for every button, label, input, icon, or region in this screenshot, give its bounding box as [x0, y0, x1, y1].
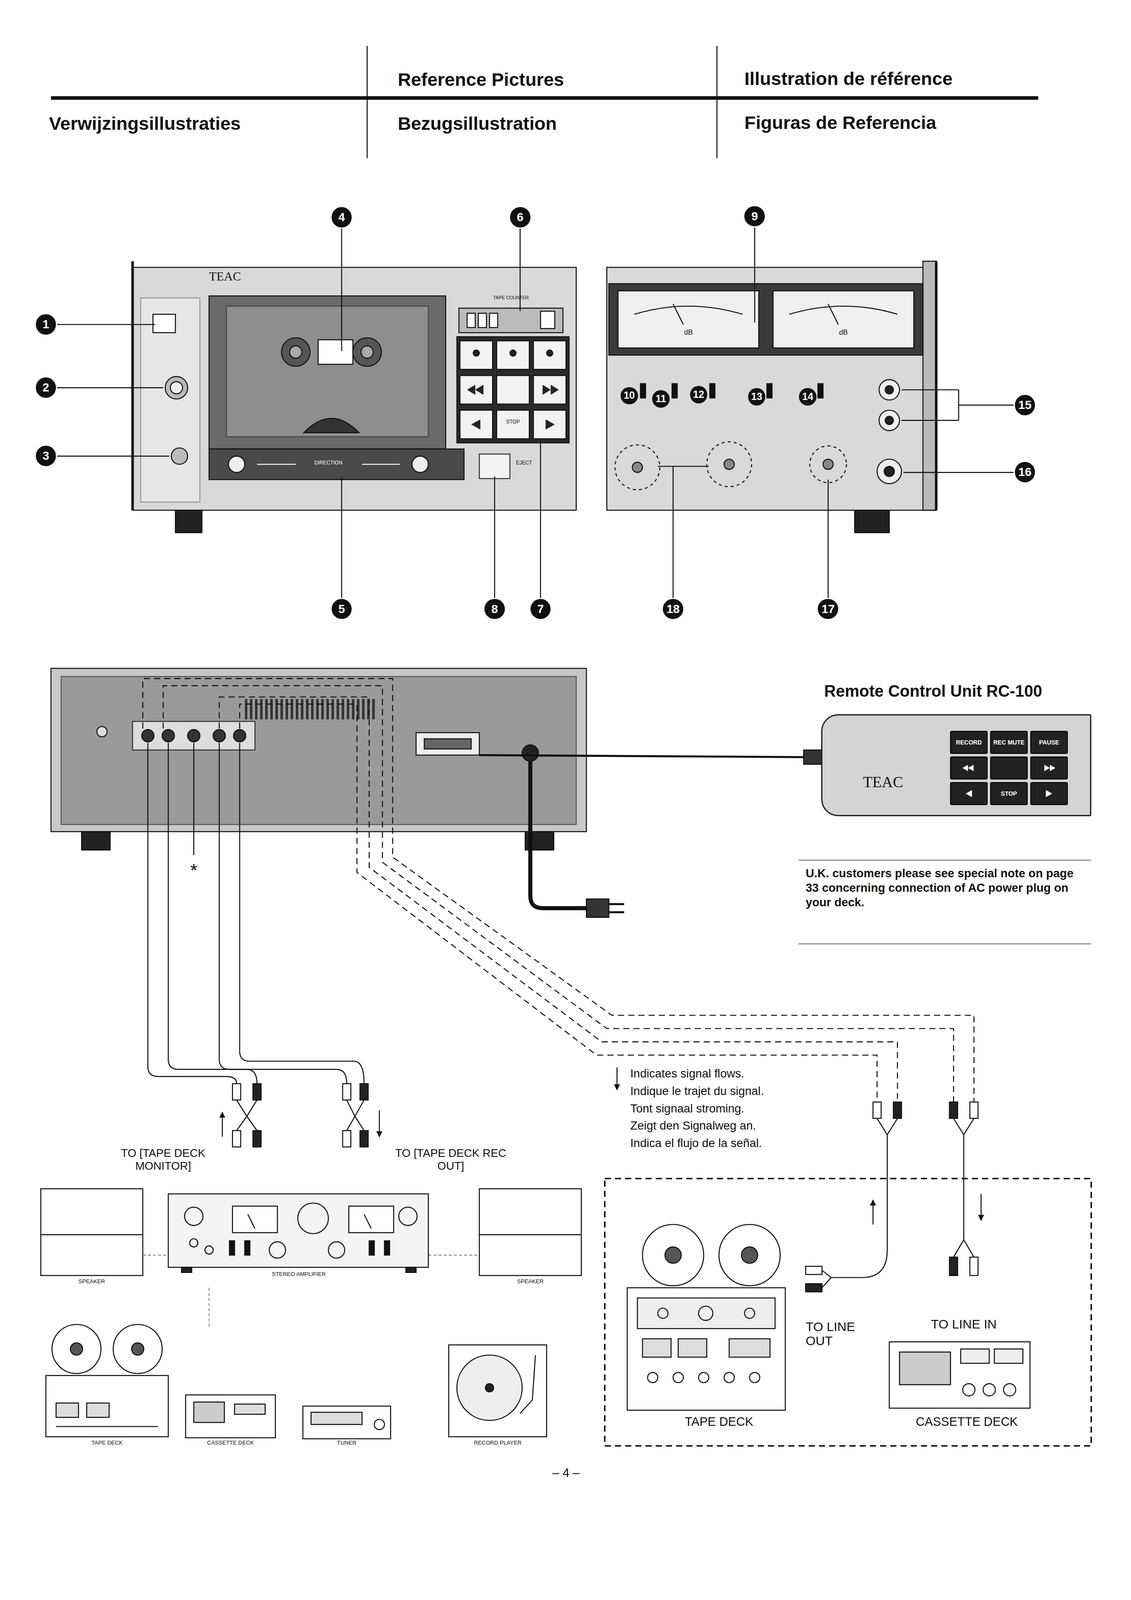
device-label: SPEAKER [517, 1277, 544, 1285]
callout-number: 14 [798, 387, 817, 406]
unit-title: Remote Control Unit RC-100 [824, 682, 1043, 701]
brand-logo: TEAC [862, 772, 904, 791]
callout-number: 16 [1014, 461, 1036, 483]
button-label: RECORD [956, 738, 983, 746]
device-label: SPEAKER [78, 1277, 105, 1285]
legend-note: Indicates signal flows. [630, 1066, 745, 1081]
callout-number: 10 [620, 387, 639, 405]
device-label: TUNER [337, 1439, 357, 1446]
callout-number: 2 [35, 377, 57, 398]
button-label: PAUSE [1038, 738, 1059, 746]
panel-label: DIRECTION [314, 460, 343, 467]
legend-note: Indica el flujo de la señal. [630, 1136, 762, 1150]
panel-label: EJECT [515, 460, 533, 467]
callout-number: 12 [690, 385, 708, 404]
callout-number: 3 [35, 445, 57, 467]
connection-label: TO LINE IN [930, 1316, 997, 1332]
callout-number: 18 [662, 598, 684, 620]
button-label: STOP [1000, 789, 1018, 797]
connection-label: TO [TAPE DECK MONITOR] [104, 1146, 222, 1172]
device-label: CASSETTE DECK [206, 1439, 254, 1446]
note-text: U.K. customers please see special note o… [805, 865, 1084, 910]
callout-number: 8 [484, 598, 505, 620]
remote-button: STOP [990, 781, 1028, 805]
device-label: STEREO AMPLIFIER [268, 1270, 330, 1277]
callout-number: 13 [748, 387, 766, 406]
meter-label: dB [684, 328, 693, 337]
connection-label: TO LINE OUT [805, 1319, 875, 1348]
page-number: – 4 – [552, 1465, 580, 1480]
remote-button [1030, 781, 1068, 805]
callout-number: 6 [510, 206, 531, 228]
callout-number: 17 [817, 598, 839, 620]
device-label: CASSETTE DECK [915, 1414, 1018, 1429]
callout-number: 5 [331, 598, 353, 620]
asterisk-mark: * [190, 859, 198, 881]
callout-number: 4 [331, 206, 353, 228]
remote-button [1030, 756, 1068, 780]
legend-note: Tont signaal stroming. [630, 1101, 745, 1116]
remote-button: REC MUTE [990, 730, 1028, 754]
callout-number: 7 [530, 598, 551, 620]
device-label: TAPE DECK [684, 1414, 753, 1429]
remote-button [950, 756, 988, 780]
remote-button [990, 756, 1028, 780]
brand-logo: TEAC [209, 269, 242, 284]
remote-button: RECORD [950, 730, 988, 754]
header-title: Verwijzingsillustraties [49, 113, 241, 135]
button-icon [950, 757, 987, 779]
button-label: STOP [506, 419, 520, 426]
remote-button: PAUSE [1030, 730, 1068, 754]
header-title: Figuras de Referencia [744, 112, 936, 134]
callout-number: 9 [744, 206, 765, 227]
legend-note: Indique le trajet du signal. [630, 1084, 764, 1098]
panel-label: TAPE COUNTER [492, 294, 529, 301]
button-label: REC MUTE [993, 738, 1025, 746]
remote-button [950, 781, 988, 805]
button-icon [950, 782, 987, 805]
button-icon [1031, 782, 1067, 805]
legend-note: Zeigt den Signalweg an. [630, 1118, 757, 1133]
header-title: Illustration de référence [744, 68, 953, 90]
header-title: Reference Pictures [397, 69, 565, 91]
button-icon [991, 757, 1027, 779]
device-label: TAPE DECK [91, 1439, 123, 1446]
connection-label: TO [TAPE DECK REC OUT] [392, 1146, 510, 1172]
header-title: Bezugsillustration [397, 113, 557, 135]
callout-number: 15 [1014, 394, 1036, 416]
meter-label: dB [839, 328, 848, 337]
device-label: RECORD PLAYER [473, 1439, 522, 1446]
callout-number: 1 [35, 314, 57, 335]
remote-control-unit: Remote Control Unit RC-100TEACRECORDREC … [821, 714, 1092, 817]
callout-number: 11 [652, 390, 670, 408]
button-icon [1031, 757, 1067, 779]
